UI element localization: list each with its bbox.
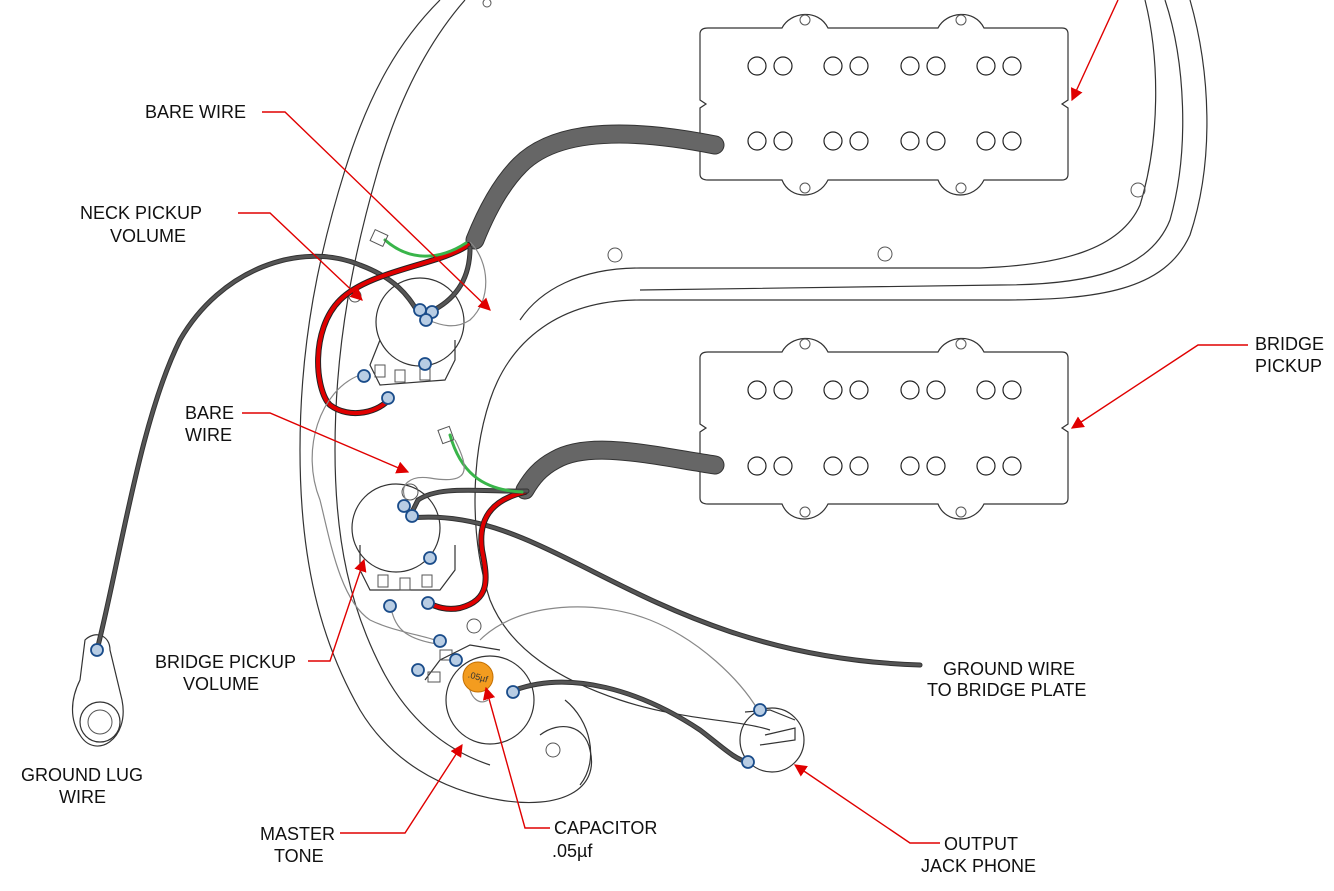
bridge-black-wire xyxy=(409,487,530,515)
label-master-tone-line1: MASTER xyxy=(260,824,335,844)
bridge-pickup xyxy=(699,337,1069,520)
capacitor: .05µf xyxy=(462,661,494,703)
ground-lug xyxy=(71,634,124,747)
shield-tabs xyxy=(369,228,455,445)
output-hot-wire xyxy=(512,679,751,765)
bridge-pickup-cable xyxy=(515,440,725,500)
label-bare-wire-top: BARE WIRE xyxy=(145,102,246,122)
green-ground-wires xyxy=(383,238,524,494)
label-bridge-pickup-volume-line1: BRIDGE PICKUP xyxy=(155,652,296,672)
label-ground-lug-line2: WIRE xyxy=(59,787,106,807)
label-bridge-pickup-line1: BRIDGE xyxy=(1255,334,1324,354)
label-output-jack-line1: OUTPUT xyxy=(944,834,1018,854)
label-neck-pickup-volume-line1: NECK PICKUP xyxy=(80,203,202,223)
label-output-jack-line2: JACK PHONE xyxy=(921,856,1036,876)
label-neck-pickup-volume-line2: VOLUME xyxy=(110,226,186,246)
label-capacitor-line2: .05µf xyxy=(552,841,593,861)
pickguard-outline xyxy=(299,0,1208,804)
ground-lug-wire xyxy=(94,253,421,653)
label-ground-wire-line2: TO BRIDGE PLATE xyxy=(927,680,1086,700)
label-ground-wire-line1: GROUND WIRE xyxy=(943,659,1075,679)
label-master-tone-line2: TONE xyxy=(274,846,324,866)
neck-hot-red-wire xyxy=(315,242,471,416)
label-capacitor-line1: CAPACITOR xyxy=(554,818,657,838)
label-bare-wire-mid-line2: WIRE xyxy=(185,425,232,445)
leader-lines xyxy=(238,0,1248,844)
neck-pickup xyxy=(699,13,1069,196)
label-bridge-pickup-line2: PICKUP xyxy=(1255,356,1322,376)
ground-wire-to-bridge-plate xyxy=(407,514,923,668)
labels: BARE WIRE NECK PICKUP VOLUME BARE WIRE B… xyxy=(21,102,1324,876)
tone-pot xyxy=(424,618,535,745)
neck-pickup-cable xyxy=(465,124,725,250)
mounting-screws xyxy=(482,0,1146,758)
bridge-hot-red-wire xyxy=(425,489,528,612)
neck-volume-pot xyxy=(348,277,465,386)
label-bridge-pickup-volume-line2: VOLUME xyxy=(183,674,259,694)
bare-wires xyxy=(311,241,759,711)
label-bare-wire-mid-line1: BARE xyxy=(185,403,234,423)
label-ground-lug-line1: GROUND LUG xyxy=(21,765,143,785)
solder-points xyxy=(90,303,767,769)
